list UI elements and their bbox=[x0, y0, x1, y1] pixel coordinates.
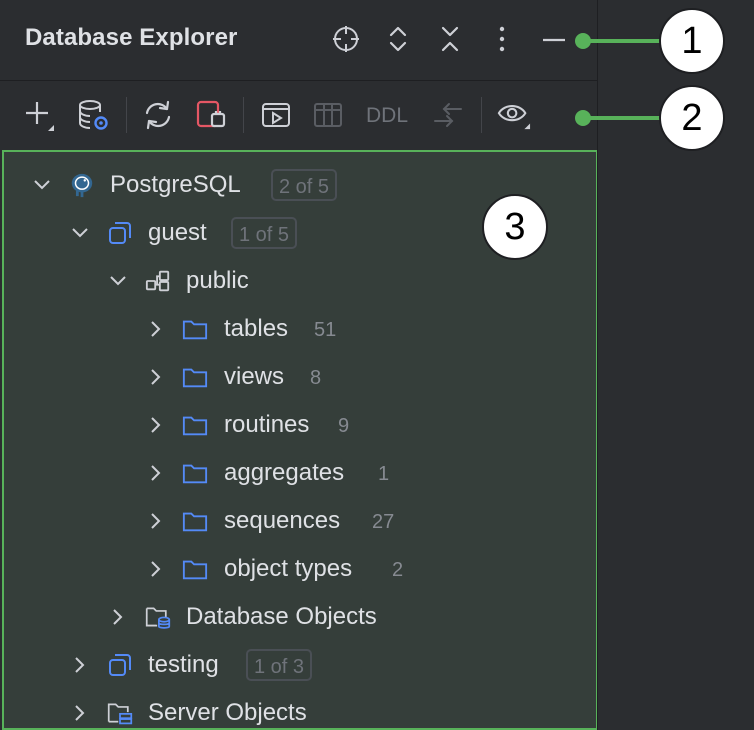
schema-icon bbox=[145, 268, 171, 294]
tree-node-label: views bbox=[224, 363, 285, 390]
edit-data-icon bbox=[311, 98, 345, 132]
item-count: 9 bbox=[338, 415, 350, 437]
tree-node-public[interactable]: public bbox=[4, 257, 596, 305]
tree-node-label: tables bbox=[224, 315, 289, 342]
database-icon bbox=[107, 220, 133, 246]
tree-node-label: sequences bbox=[224, 507, 341, 534]
toolbar: DDL bbox=[0, 81, 597, 149]
tree-node-label: aggregates bbox=[224, 459, 345, 486]
tree-node-badge: 1 of 3 bbox=[246, 649, 313, 681]
folder-icon bbox=[182, 364, 208, 390]
tree-node-badge: 1 of 5 bbox=[231, 217, 298, 249]
database-explorer-panel: Database Explorer bbox=[0, 0, 598, 730]
tree-node-label: object types bbox=[224, 555, 353, 582]
callout-dot bbox=[575, 33, 591, 49]
server-objects-folder-icon bbox=[107, 700, 133, 726]
tree-node-label: PostgreSQL bbox=[110, 171, 241, 198]
crosshair-icon[interactable] bbox=[330, 23, 362, 55]
database-objects-folder-icon bbox=[145, 604, 171, 630]
refresh-icon[interactable] bbox=[141, 98, 175, 132]
chevron-down-icon[interactable] bbox=[108, 271, 128, 291]
folder-icon bbox=[182, 316, 208, 342]
chevron-right-icon[interactable] bbox=[146, 559, 166, 579]
toolbar-separator bbox=[481, 97, 482, 133]
callout-marker-1: 1 bbox=[659, 8, 725, 74]
item-count: 27 bbox=[372, 511, 395, 533]
panel-title: Database Explorer bbox=[25, 24, 238, 51]
tree-node-label: testing bbox=[148, 651, 219, 678]
tree-node-label: guest bbox=[148, 219, 207, 246]
tree-node-routines[interactable]: routines 9 bbox=[4, 401, 596, 449]
panel-divider bbox=[597, 0, 598, 730]
folder-icon bbox=[182, 556, 208, 582]
tree-node-label: Database Objects bbox=[186, 603, 377, 630]
tree-node-aggregates[interactable]: aggregates 1 bbox=[4, 449, 596, 497]
callout-dot bbox=[575, 110, 591, 126]
chevron-right-icon[interactable] bbox=[146, 415, 166, 435]
tree-node-label: routines bbox=[224, 411, 310, 438]
callout-marker-2: 2 bbox=[659, 85, 725, 151]
view-options-icon[interactable] bbox=[497, 98, 531, 132]
tree-node-badge: 2 of 5 bbox=[271, 169, 338, 201]
item-count: 1 bbox=[378, 463, 390, 485]
disconnect-icon[interactable] bbox=[194, 98, 228, 132]
toolbar-separator bbox=[243, 97, 244, 133]
jump-to-query-console-icon[interactable] bbox=[259, 98, 293, 132]
callout-line bbox=[582, 39, 662, 43]
more-options-icon[interactable] bbox=[486, 23, 518, 55]
data-source-properties-icon[interactable] bbox=[76, 98, 110, 132]
tree-node-testing[interactable]: testing 1 of 3 bbox=[4, 641, 596, 689]
chevron-right-icon[interactable] bbox=[146, 319, 166, 339]
chevron-right-icon[interactable] bbox=[70, 703, 90, 723]
tree-node-postgresql[interactable]: PostgreSQL 2 of 5 bbox=[4, 161, 596, 209]
chevron-right-icon[interactable] bbox=[146, 511, 166, 531]
callout-line bbox=[582, 116, 662, 120]
chevron-down-icon[interactable] bbox=[32, 175, 52, 195]
compare-icon bbox=[431, 98, 465, 132]
header-divider bbox=[0, 80, 597, 81]
item-count: 8 bbox=[310, 367, 322, 389]
chevron-right-icon[interactable] bbox=[146, 367, 166, 387]
callout-marker-3: 3 bbox=[482, 194, 548, 260]
tree-node-views[interactable]: views 8 bbox=[4, 353, 596, 401]
folder-icon bbox=[182, 508, 208, 534]
chevron-right-icon[interactable] bbox=[108, 607, 128, 627]
collapse-all-icon[interactable] bbox=[434, 23, 466, 55]
ddl-button: DDL bbox=[366, 104, 409, 127]
chevron-right-icon[interactable] bbox=[146, 463, 166, 483]
add-icon[interactable] bbox=[22, 98, 56, 132]
item-count: 51 bbox=[314, 319, 337, 341]
folder-icon bbox=[182, 412, 208, 438]
folder-icon bbox=[182, 460, 208, 486]
postgresql-elephant-icon bbox=[69, 172, 95, 198]
chevron-down-icon[interactable] bbox=[70, 223, 90, 243]
tree-node-sequences[interactable]: sequences 27 bbox=[4, 497, 596, 545]
database-icon bbox=[107, 652, 133, 678]
tool-window-header: Database Explorer bbox=[0, 0, 597, 80]
toolbar-separator bbox=[126, 97, 127, 133]
tree-node-label: Server Objects bbox=[148, 699, 307, 726]
tree-node-guest[interactable]: guest 1 of 5 bbox=[4, 209, 596, 257]
minimize-icon[interactable] bbox=[538, 23, 570, 55]
tree-node-tables[interactable]: tables 51 bbox=[4, 305, 596, 353]
tree-node-label: public bbox=[186, 267, 249, 294]
tree-node-server-objects[interactable]: Server Objects bbox=[4, 689, 596, 728]
chevron-right-icon[interactable] bbox=[70, 655, 90, 675]
tree-node-object-types[interactable]: object types 2 bbox=[4, 545, 596, 593]
item-count: 2 bbox=[392, 559, 404, 581]
expand-all-icon[interactable] bbox=[382, 23, 414, 55]
tree-node-database-objects[interactable]: Database Objects bbox=[4, 593, 596, 641]
